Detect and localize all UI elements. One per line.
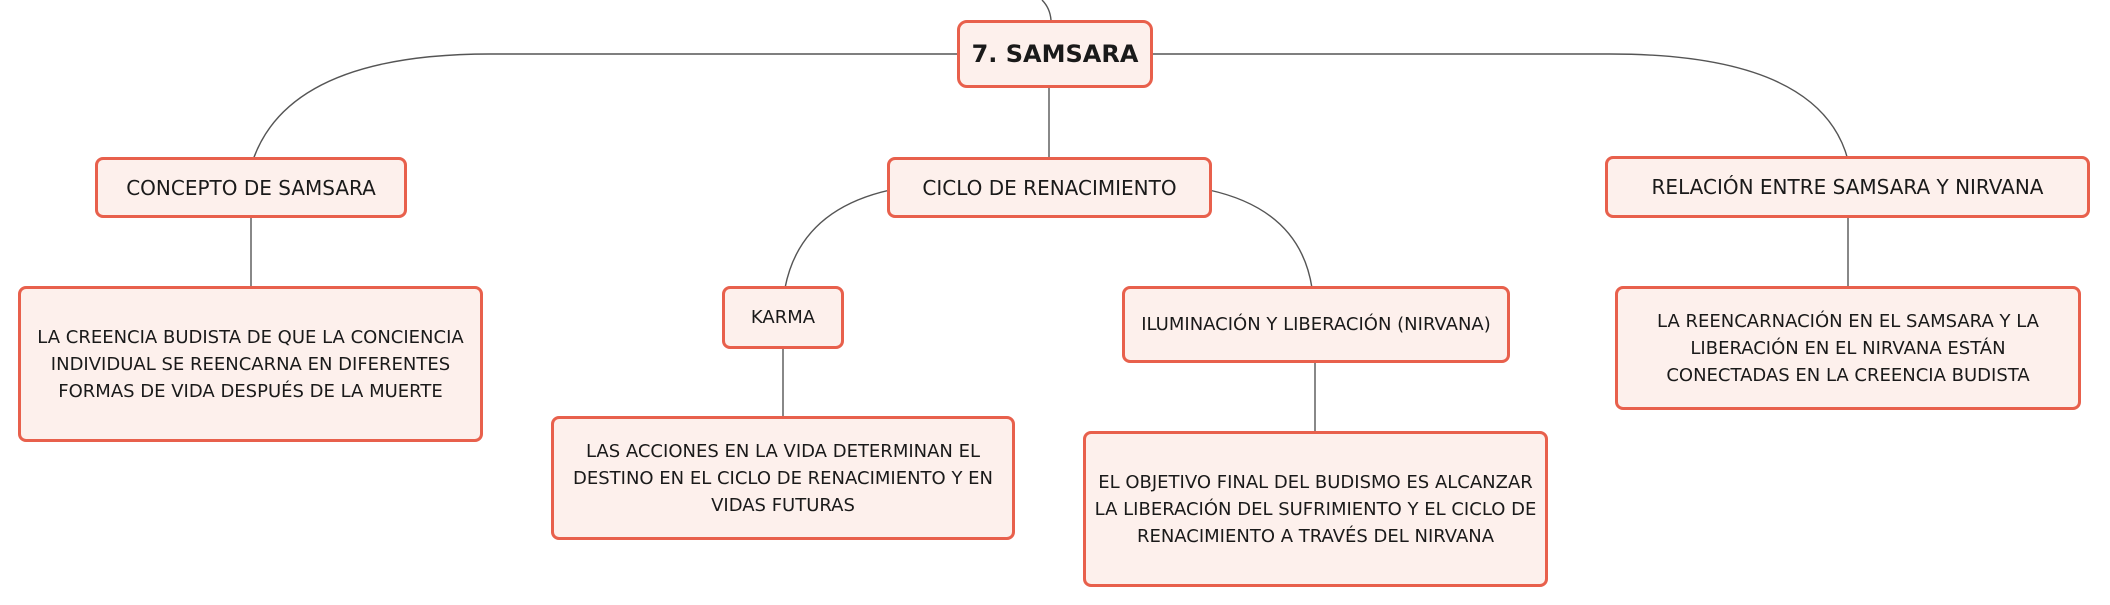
node-concepto-detail[interactable]: LA CREENCIA BUDISTA DE QUE LA CONCIENCIA… xyxy=(18,286,483,442)
node-relacion-detail[interactable]: LA REENCARNACIÓN EN EL SAMSARA Y LA LIBE… xyxy=(1615,286,2081,410)
node-karma-detail[interactable]: LAS ACCIONES EN LA VIDA DETERMINAN EL DE… xyxy=(551,416,1015,540)
root-node[interactable]: 7. SAMSARA xyxy=(957,20,1153,88)
node-relacion-label: RELACIÓN ENTRE SAMSARA Y NIRVANA xyxy=(1651,175,2044,199)
node-relacion-detail-text: LA REENCARNACIÓN EN EL SAMSARA Y LA LIBE… xyxy=(1657,310,2039,386)
node-concepto-de-samsara[interactable]: CONCEPTO DE SAMSARA xyxy=(95,157,407,218)
node-iluminacion-detail-text: EL OBJETIVO FINAL DEL BUDISMO ES ALCANZA… xyxy=(1094,471,1537,547)
node-relacion-samsara-nirvana[interactable]: RELACIÓN ENTRE SAMSARA Y NIRVANA xyxy=(1605,156,2090,218)
node-karma[interactable]: KARMA xyxy=(722,286,844,349)
node-iluminacion[interactable]: ILUMINACIÓN Y LIBERACIÓN (NIRVANA) xyxy=(1122,286,1510,363)
node-karma-label: KARMA xyxy=(750,307,816,328)
connector-root-to-relacion xyxy=(1152,53,1849,161)
connector-ciclo-to-iluminacion xyxy=(1208,189,1313,289)
node-iluminacion-label: ILUMINACIÓN Y LIBERACIÓN (NIRVANA) xyxy=(1141,314,1491,335)
node-iluminacion-detail[interactable]: EL OBJETIVO FINAL DEL BUDISMO ES ALCANZA… xyxy=(1083,431,1548,587)
node-karma-detail-text: LAS ACCIONES EN LA VIDA DETERMINAN EL DE… xyxy=(572,440,993,516)
node-concepto-detail-text: LA CREENCIA BUDISTA DE QUE LA CONCIENCIA… xyxy=(37,326,464,402)
node-concepto-label: CONCEPTO DE SAMSARA xyxy=(126,175,376,200)
connector-root-incoming xyxy=(1041,0,1052,21)
node-ciclo-de-renacimiento[interactable]: CICLO DE RENACIMIENTO xyxy=(887,157,1212,218)
connector-root-to-concepto xyxy=(252,53,958,161)
node-ciclo-label: CICLO DE RENACIMIENTO xyxy=(922,175,1177,200)
connector-ciclo-to-karma xyxy=(784,189,891,289)
root-node-label: 7. SAMSARA xyxy=(971,40,1139,68)
